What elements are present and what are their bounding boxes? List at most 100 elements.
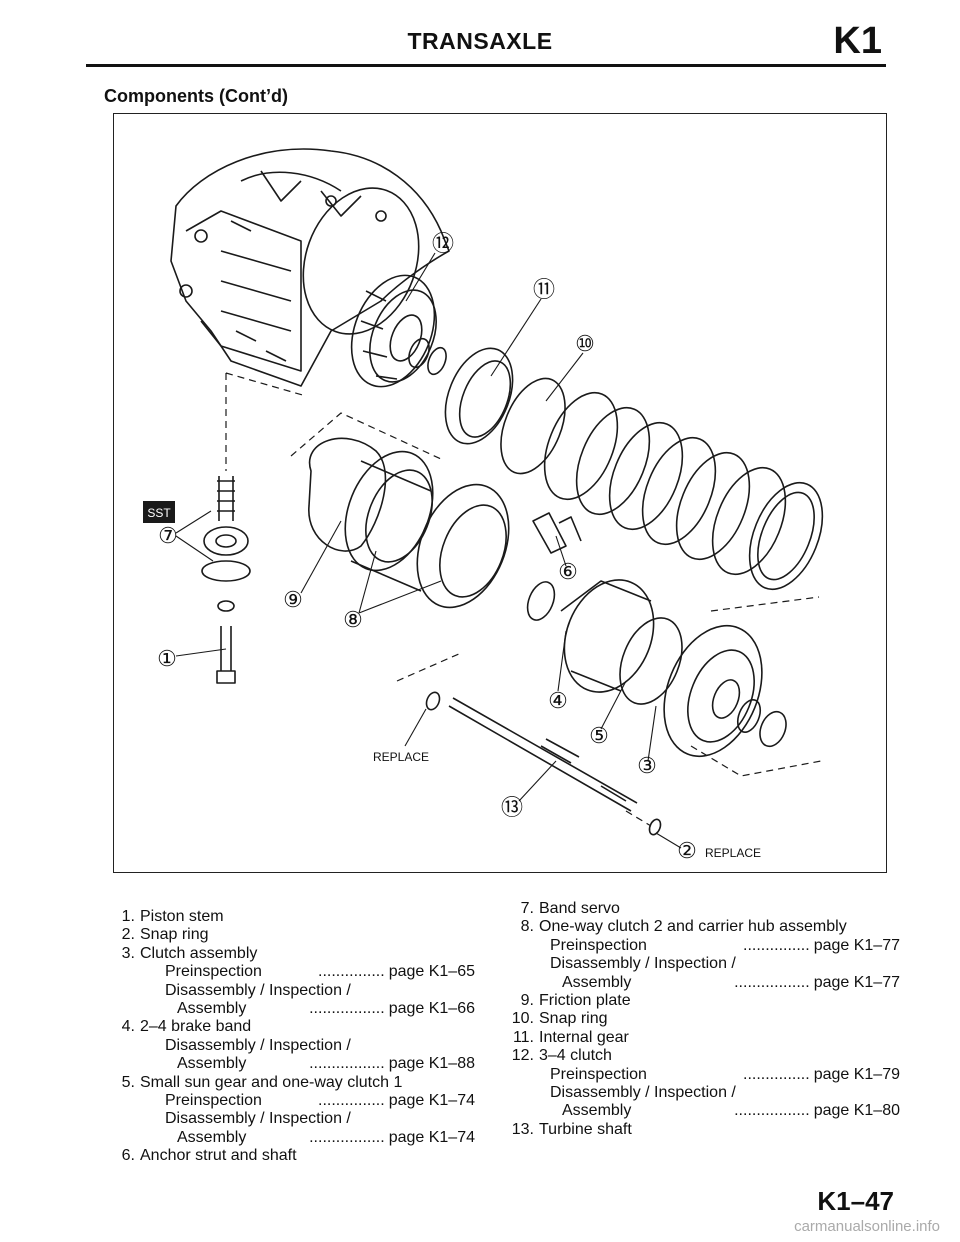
sun-gear-5-drawing (619, 617, 683, 705)
sub-item-line: Disassembly / Inspection / (115, 1110, 475, 1128)
page-reference: ................. page K1–74 (309, 1129, 475, 1147)
callout-5: ⑤ (589, 723, 609, 748)
replace-label-oring: REPLACE (373, 750, 429, 764)
sub-item-line: Preinspection............... page K1–79 (500, 1066, 900, 1084)
item-title: Band servo (539, 900, 620, 917)
callout-10: ⑩ (575, 331, 595, 356)
callout-13: ⑬ (501, 795, 523, 820)
leader-dots: ................. (734, 1102, 810, 1120)
list-item: 5.Small sun gear and one-way clutch 1 (115, 1074, 475, 1092)
page-reference: ................. page K1–66 (309, 1000, 475, 1018)
leader-dots: ................. (309, 1128, 385, 1146)
sub-item-line: Disassembly / Inspection / (500, 955, 900, 973)
callout-6: ⑥ (558, 559, 578, 584)
list-item: 10. Snap ring (500, 1010, 900, 1028)
page-ref-text: page K1–77 (813, 936, 900, 954)
sub-item-label: Preinspection (165, 1091, 262, 1109)
page-ref-text: page K1–65 (388, 963, 475, 981)
sub-item-label: Assembly (562, 973, 632, 991)
page-reference: ............... page K1–77 (743, 937, 900, 955)
item-title: Piston stem (140, 908, 224, 925)
item-title: Anchor strut and shaft (140, 1147, 297, 1165)
callout-11: ⑪ (533, 277, 555, 302)
page-reference: ............... page K1–79 (743, 1066, 900, 1084)
section-heading: Components (Cont’d) (104, 86, 288, 106)
sub-item-line: Assembly................. page K1–74 (115, 1129, 475, 1147)
item-number: 4. (121, 1018, 135, 1036)
carrier-hub-8-drawing (344, 450, 510, 609)
sub-item-line: Assembly ................. page K1–88 (115, 1055, 475, 1073)
item-number: 2. (121, 926, 135, 944)
header-title: TRANSAXLE (407, 28, 553, 54)
header-rule (86, 64, 886, 67)
anchor-strut-6-drawing (532, 512, 582, 554)
sub-item-line: Disassembly / Inspection / (500, 1084, 900, 1102)
item-title: One-way clutch 2 and carrier hub assembl… (539, 918, 847, 936)
callout-12: ⑫ (432, 231, 454, 256)
list-item: 7.Band servo (500, 900, 900, 918)
item-number: 13. (511, 1120, 534, 1138)
item-title: Clutch assembly (140, 944, 258, 962)
page-ref-text: page K1–66 (388, 999, 475, 1017)
list-item: 9.Friction plate (500, 992, 900, 1010)
band-servo-7-drawing (201, 476, 251, 612)
o-ring-drawing (425, 691, 441, 711)
list-item: 6. Anchor strut and shaft (115, 1147, 475, 1165)
list-item: 11.Internal gear (500, 1029, 900, 1047)
sub-item-label: Assembly (177, 1055, 247, 1073)
item-number: 3. (121, 944, 135, 962)
sub-item-line: Assembly ................. page K1–77 (500, 974, 900, 992)
page-ref-text: page K1–74 (388, 1091, 475, 1109)
page-ref-text: page K1–77 (813, 973, 900, 991)
item-title: Snap ring (539, 1010, 608, 1028)
turbine-shaft-13-drawing (448, 697, 638, 812)
callout-3: ③ (637, 753, 657, 778)
sub-item-label: Preinspection (550, 936, 647, 954)
list-item: 2. Snap ring (115, 926, 475, 944)
item-number: 1. (121, 908, 135, 925)
section-code: K1 (833, 20, 882, 62)
list-item: 8.One-way clutch 2 and carrier hub assem… (500, 918, 900, 936)
page-ref-text: page K1–80 (813, 1102, 900, 1120)
list-item: 12. 3–4 clutch (500, 1047, 900, 1065)
list-item: 13. Turbine shaft (500, 1121, 900, 1139)
callout-8: ⑧ (343, 607, 363, 632)
sub-item-line: Preinspection............... page K1–65 (115, 963, 475, 981)
page-reference: ................. page K1–88 (309, 1055, 475, 1073)
exploded-diagram: SST ① ② ③ ④ ⑤ ⑥ ⑦ ⑧ ⑨ ⑩ ⑪ ⑫ ⑬ REPLACE RE… (113, 113, 887, 873)
item-title: Internal gear (539, 1028, 629, 1046)
item-title: 3–4 clutch (539, 1047, 612, 1065)
sub-item-line: Disassembly / Inspection / (115, 982, 475, 1000)
item-title: Small sun gear and one-way clutch 1 (140, 1073, 403, 1091)
sub-item-label: Assembly (562, 1102, 632, 1120)
item-number: 12. (511, 1047, 534, 1065)
page-reference: ................. page K1–77 (734, 974, 900, 992)
page-reference: ................. page K1–80 (734, 1102, 900, 1120)
item-number: 6. (121, 1147, 135, 1165)
washer-drawing (427, 346, 447, 376)
sub-item-label: Disassembly / Inspection / (165, 981, 351, 999)
item-number: 10. (511, 1010, 534, 1028)
watermark: carmanualsonline.info (794, 1218, 940, 1235)
piston-stem-1-drawing (216, 626, 236, 684)
exploded-diagram-drawing: SST ① ② ③ ④ ⑤ ⑥ ⑦ ⑧ ⑨ ⑩ ⑪ ⑫ ⑬ REPLACE RE… (143, 148, 824, 863)
sub-item-line: Disassembly / Inspection / (115, 1037, 475, 1055)
item-number: 9. (520, 991, 534, 1009)
callout-9: ⑨ (283, 587, 303, 612)
snap-ring-10-drawing (500, 377, 566, 475)
callout-7: ⑦ (158, 523, 178, 548)
leader-dots: ............... (318, 963, 385, 981)
brake-band-4-drawing (560, 579, 655, 693)
leader-dots: ............... (318, 1091, 385, 1109)
sub-item-label: Disassembly / Inspection / (550, 955, 736, 973)
clutch-assembly-3-drawing (663, 624, 763, 758)
callout-2: ② (677, 838, 697, 863)
transaxle-case-drawing (170, 148, 450, 387)
item-title: Snap ring (140, 926, 209, 944)
page-ref-text: page K1–88 (388, 1055, 475, 1073)
item-title: Turbine shaft (539, 1120, 632, 1138)
leader-dots: ................. (309, 999, 385, 1017)
sub-item-label: Disassembly / Inspection / (550, 1083, 736, 1101)
friction-plate-9-drawing (308, 437, 387, 552)
